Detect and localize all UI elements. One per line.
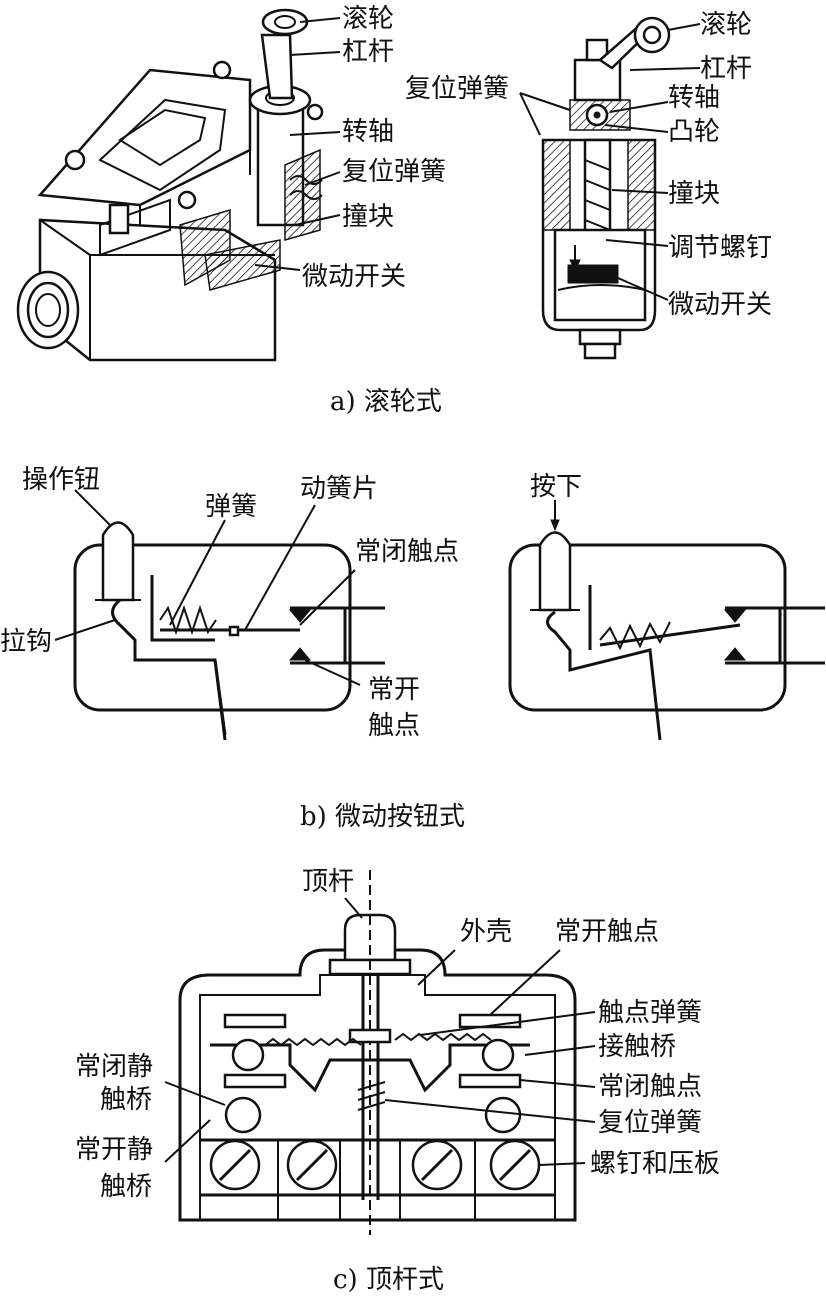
label-c-no-contact: 常开触点	[555, 917, 659, 947]
label-b-operate-button: 操作钮	[22, 465, 100, 495]
label-a-right-shaft: 转轴	[668, 83, 720, 113]
label-a-left-striker: 撞块	[342, 202, 394, 232]
label-b-moving-reed: 动簧片	[300, 474, 378, 504]
caption-panel-c: c) 顶杆式	[333, 1265, 444, 1295]
roller-switch-section-illustration	[541, 16, 671, 360]
panel-a-right-leaders	[519, 23, 701, 301]
label-c-reset-spring: 复位弹簧	[598, 1108, 702, 1138]
caption-panel-a: a) 滚轮式	[330, 387, 442, 417]
roller-switch-3d-illustration	[16, 8, 324, 362]
micro-switch-pressed-illustration	[508, 500, 825, 741]
label-c-nc-static-line1: 常闭静	[75, 1052, 153, 1082]
label-a-right-roller: 滚轮	[700, 10, 752, 40]
panel-c-push-rod-type: 顶杆 外壳 常开触点 触点弹簧 接触桥 常闭静 触桥 常闭触点 复位弹簧 常开静…	[75, 867, 720, 1295]
label-a-right-lever: 杠杆	[700, 54, 752, 84]
label-a-left-reset-spring: 复位弹簧	[342, 157, 446, 187]
label-c-push-rod: 顶杆	[302, 867, 354, 897]
micro-switch-released-illustration	[73, 521, 385, 741]
label-c-housing: 外壳	[460, 917, 512, 947]
label-c-contact-bridge: 接触桥	[598, 1032, 676, 1062]
label-c-nc-contact: 常闭触点	[598, 1072, 702, 1102]
panel-b-micro-button-type: 操作钮 弹簧 动簧片 常闭触点 拉钩 常开 触点 按下 b) 微动按钮式	[0, 465, 825, 832]
label-b-press: 按下	[530, 472, 582, 502]
label-a-right-microswitch: 微动开关	[668, 290, 772, 320]
label-a-right-adjust-screw: 调节螺钉	[668, 233, 772, 263]
label-c-contact-spring: 触点弹簧	[598, 998, 702, 1028]
label-c-nc-static-line2: 触桥	[100, 1085, 152, 1115]
label-c-screw-plate: 螺钉和压板	[590, 1149, 720, 1179]
panel-a-roller-type: 滚轮 杠杆 转轴 复位弹簧 撞块 微动开关 滚轮 杠杆 复位弹簧 转轴 凸轮 撞…	[16, 4, 772, 417]
label-b-pull-hook: 拉钩	[0, 627, 52, 657]
label-a-left-shaft: 转轴	[342, 117, 394, 147]
label-a-right-cam: 凸轮	[668, 117, 720, 147]
label-b-spring: 弹簧	[205, 492, 257, 522]
label-a-left-lever: 杠杆	[342, 37, 394, 67]
panel-b-leaders	[54, 489, 361, 686]
caption-panel-b: b) 微动按钮式	[300, 802, 465, 832]
label-a-left-microswitch: 微动开关	[302, 262, 406, 292]
label-c-no-static-line1: 常开静	[75, 1135, 153, 1165]
label-b-no-contact-line2: 触点	[368, 711, 420, 741]
label-c-no-static-line2: 触桥	[100, 1172, 152, 1202]
label-b-no-contact-line1: 常开	[368, 675, 420, 705]
push-rod-switch-illustration	[178, 870, 577, 1235]
panel-a-left-leaders	[254, 17, 341, 271]
label-b-nc-contact: 常闭触点	[355, 537, 459, 567]
label-a-right-striker: 撞块	[668, 179, 720, 209]
panel-c-leaders	[164, 897, 596, 1166]
label-a-right-reset-spring: 复位弹簧	[405, 74, 509, 104]
label-a-left-roller: 滚轮	[342, 4, 394, 34]
